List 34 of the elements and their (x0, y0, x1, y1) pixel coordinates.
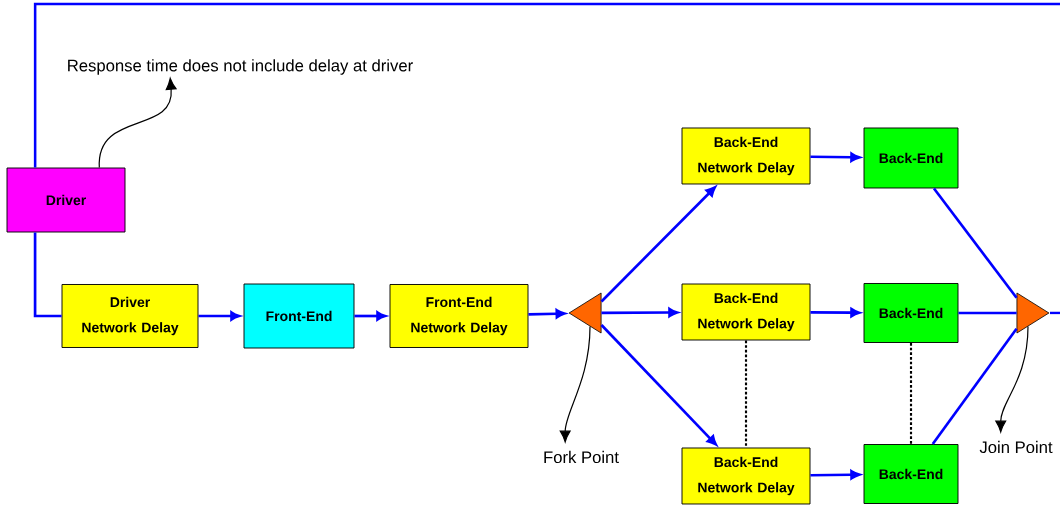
arrow (600, 324, 717, 446)
process-box: Back-End Network Delay (681, 447, 811, 505)
process-box: Back-End (863, 283, 959, 343)
process-box: Back-End Network Delay (681, 127, 811, 185)
connector-line (931, 328, 1018, 445)
process-box: Back-End (863, 444, 959, 504)
arrow (810, 152, 861, 163)
connector-line (932, 187, 1018, 299)
annotation-text: Fork Point (544, 450, 619, 464)
fork-triangle (568, 292, 602, 334)
leader-line (98, 77, 177, 169)
annotation-text: Response time does not include delay at driver (68, 59, 413, 75)
join-triangle (1016, 292, 1050, 334)
connector-line (958, 311, 1017, 315)
arrow (810, 307, 861, 318)
process-box: Driver Network Delay (61, 284, 199, 348)
connector-line (1049, 311, 1060, 315)
process-box: Back-End Network Delay (681, 283, 811, 341)
process-box: Back-End (863, 127, 959, 189)
arrow (354, 311, 387, 321)
process-box: Front-End (243, 283, 355, 349)
arrow (810, 469, 861, 480)
connector-line (33, 2, 1060, 168)
annotation-text: Join Point (979, 440, 1053, 454)
arrow (600, 186, 716, 303)
leader-line (995, 326, 1029, 433)
arrow (198, 311, 241, 321)
leader-line (559, 326, 591, 443)
process-box: Driver (6, 167, 126, 233)
dotted-line (744, 340, 748, 448)
dotted-line (909, 342, 913, 445)
connector-line (33, 232, 62, 318)
process-box: Front-End Network Delay (389, 284, 529, 348)
arrow (601, 307, 679, 318)
